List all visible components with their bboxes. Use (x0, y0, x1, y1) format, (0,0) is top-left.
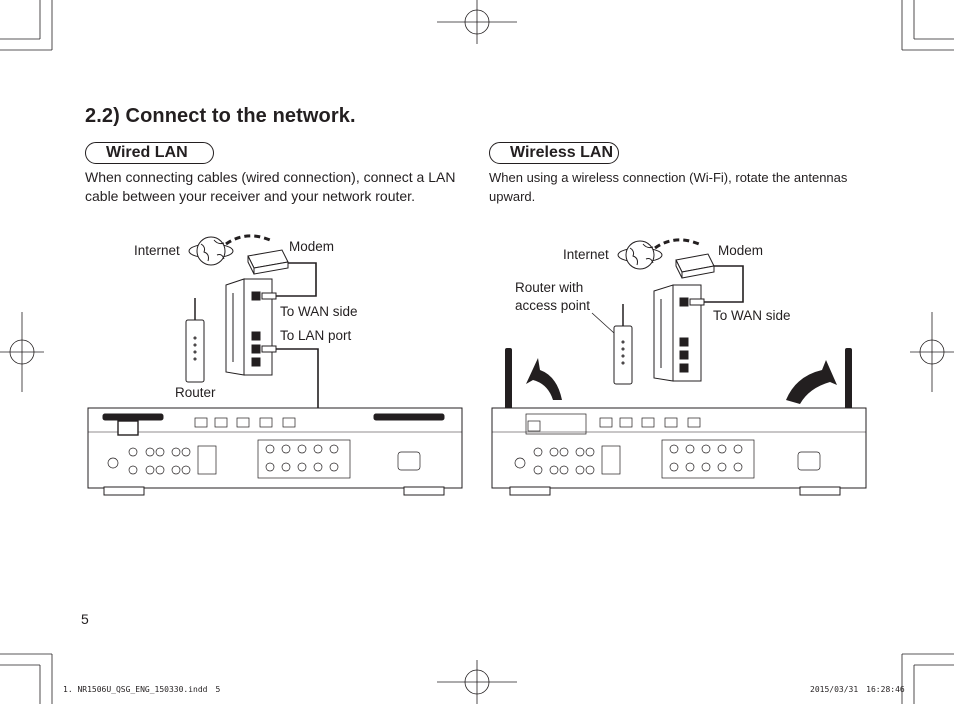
wired-modem-label: Modem (289, 239, 335, 254)
router-icon (225, 278, 277, 376)
page-number: 5 (81, 611, 89, 627)
internet-globe-icon (617, 240, 663, 270)
wireless-modem-label: Modem (718, 243, 764, 258)
access-point-leader-line (591, 312, 615, 334)
wired-internet-label: Internet (134, 243, 180, 258)
footer-date: 2015/03/31 (810, 685, 859, 694)
wired-lan-heading: Wired LAN (85, 142, 214, 164)
footer-time: 16:28:46 (866, 685, 905, 694)
footer-filename: 1. NR1506U_QSG_ENG_150330.indd (63, 685, 208, 694)
modem-cable (704, 265, 744, 303)
wireless-to-wan-side-label: To WAN side (713, 308, 791, 323)
wired-to-wan-side-label: To WAN side (280, 304, 358, 319)
internet-link (225, 234, 271, 246)
wired-lan-description: When connecting cables (wired connection… (85, 169, 456, 204)
internet-globe-icon (188, 236, 234, 266)
wireless-router-access-point-label: Router with access point (515, 280, 591, 313)
receiver-back-panel (491, 407, 867, 496)
footer-page: 5 (215, 685, 221, 694)
print-footer-file: 1. NR1506U_QSG_ENG_150330.indd 5 (63, 685, 228, 694)
wireless-lan-heading: Wireless LAN (489, 142, 619, 164)
modem-cable (276, 262, 317, 297)
wireless-internet-label: Internet (563, 247, 609, 262)
wired-router-label: Router (175, 385, 216, 400)
router-icon (653, 284, 705, 382)
access-point-icon (613, 304, 633, 385)
wireless-lan-description: When using a wireless connection (Wi-Fi)… (489, 170, 848, 204)
receiver-back-panel (87, 407, 463, 496)
internet-link (654, 238, 700, 250)
modem-icon (675, 253, 715, 279)
print-footer-timestamp: 2015/03/31 16:28:46 (810, 685, 913, 694)
router-antenna-icon (185, 298, 205, 383)
modem-icon (247, 249, 289, 275)
section-title: 2.2) Connect to the network. (85, 105, 356, 127)
rotate-arrow-left-icon (526, 358, 562, 400)
wired-to-lan-port-label: To LAN port (280, 328, 352, 343)
rotate-arrow-right-icon (786, 360, 837, 404)
